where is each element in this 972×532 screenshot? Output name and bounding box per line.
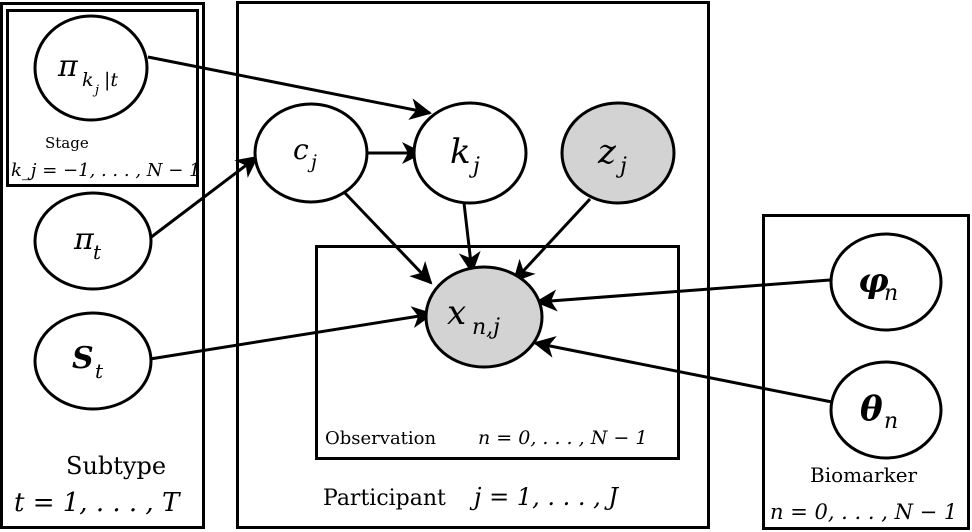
stage-plate-range: k_j = −1, . . . , N − 1 bbox=[11, 160, 201, 181]
node-s-t: S t bbox=[33, 311, 153, 411]
participant-plate bbox=[236, 1, 710, 529]
stage-plate bbox=[6, 9, 199, 187]
node-z-j-base: z bbox=[597, 132, 617, 172]
node-phi-n-base: φ bbox=[858, 261, 889, 301]
node-x-nj-base: x bbox=[447, 293, 466, 333]
node-pi-k-subsub: j bbox=[92, 83, 99, 98]
observation-plate-range: n = 0, . . . , N − 1 bbox=[478, 427, 647, 449]
node-s-t-sub: t bbox=[95, 359, 104, 383]
node-z-j: z j bbox=[560, 101, 676, 205]
node-pi-t-base: π bbox=[73, 222, 95, 257]
node-theta-n-sub: n bbox=[884, 409, 898, 434]
biomarker-plate-label: Biomarker bbox=[810, 463, 918, 487]
node-theta-n: θ n bbox=[829, 360, 943, 460]
node-s-t-base: S bbox=[72, 341, 94, 376]
node-pi-k-sub: k bbox=[82, 69, 94, 91]
edge-layer bbox=[147, 55, 833, 404]
node-pi-k: π k j |t bbox=[33, 14, 149, 122]
subtype-plate-label: Subtype bbox=[66, 452, 166, 480]
edge-theta-to-x bbox=[533, 336, 833, 404]
edge-pi-k-to-k bbox=[147, 55, 432, 120]
node-x-nj-sub: n,j bbox=[472, 315, 500, 340]
node-theta-n-base: θ bbox=[860, 389, 883, 429]
node-pi-t-sub: t bbox=[93, 240, 102, 264]
edge-k-to-x bbox=[458, 202, 481, 274]
node-c-j-base: c bbox=[293, 133, 309, 166]
participant-plate-range: j = 1, . . . , J bbox=[469, 483, 619, 511]
node-pi-k-base: π bbox=[57, 49, 79, 84]
biomarker-plate-range: n = 0, . . . , N − 1 bbox=[770, 500, 957, 524]
node-k-j-base: k bbox=[450, 132, 471, 172]
edge-pi-t-to-c bbox=[149, 155, 259, 240]
edge-s-to-x bbox=[149, 306, 434, 361]
edge-z-to-x bbox=[512, 197, 592, 283]
node-c-j-sub: j bbox=[307, 151, 317, 173]
node-pi-t: π t bbox=[33, 191, 153, 291]
node-x-nj: x n,j bbox=[424, 265, 544, 369]
observation-plate bbox=[315, 245, 680, 460]
biomarker-plate bbox=[762, 214, 970, 530]
participant-plate-label: Participant bbox=[323, 486, 446, 511]
subtype-plate-range: t = 1, . . . , T bbox=[14, 488, 181, 518]
observation-plate-label: Observation bbox=[325, 428, 437, 449]
node-phi-n: φ n bbox=[829, 232, 943, 332]
stage-plate-label: Stage bbox=[45, 134, 89, 152]
subtype-plate bbox=[0, 2, 205, 529]
node-phi-n-sub: n bbox=[884, 281, 898, 306]
edge-c-to-x bbox=[342, 190, 433, 285]
node-k-j: k j bbox=[412, 101, 528, 205]
node-pi-k-subtail: |t bbox=[104, 69, 118, 91]
edge-phi-to-x bbox=[535, 278, 831, 312]
node-c-j: c j bbox=[253, 102, 369, 204]
